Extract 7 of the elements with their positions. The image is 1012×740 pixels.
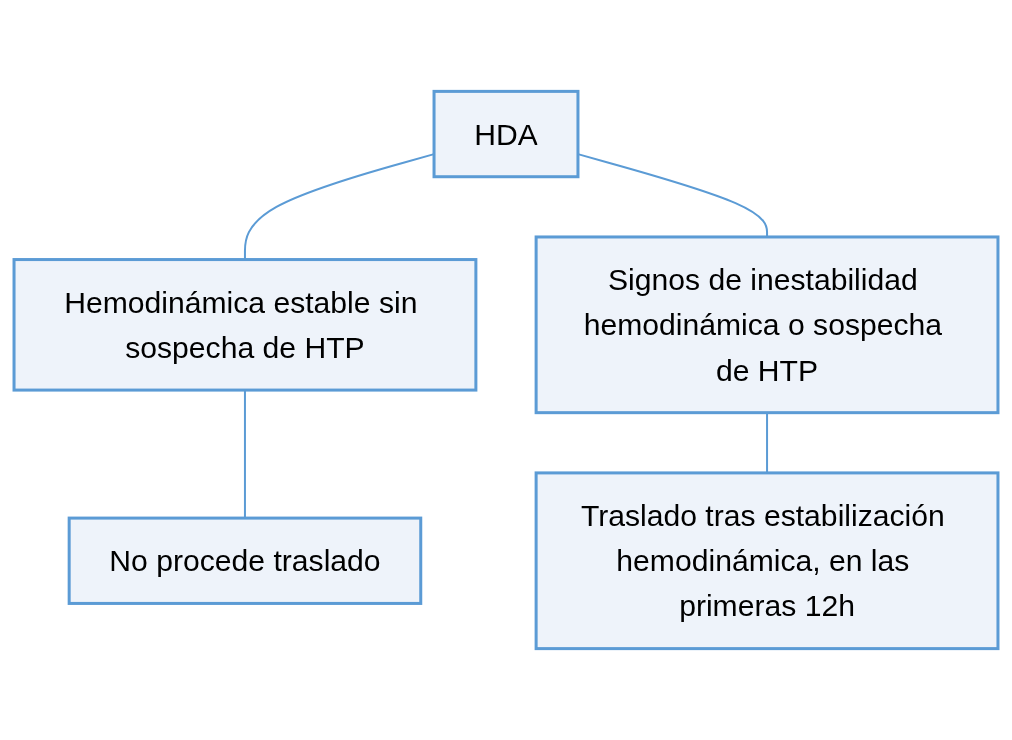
node-box: Signos de inestabilidad hemodinámica o sospecha de HTP [534, 235, 1000, 415]
node-box: HDA [432, 89, 580, 179]
node-box: No procede traslado [67, 516, 423, 605]
connector [766, 412, 769, 473]
node-box: Traslado tras estabilización hemodinámica, en las primeras 12h [534, 471, 1000, 651]
connector [243, 390, 246, 519]
node-box: Hemodinámica estable sin sospecha de HTP [12, 258, 478, 392]
